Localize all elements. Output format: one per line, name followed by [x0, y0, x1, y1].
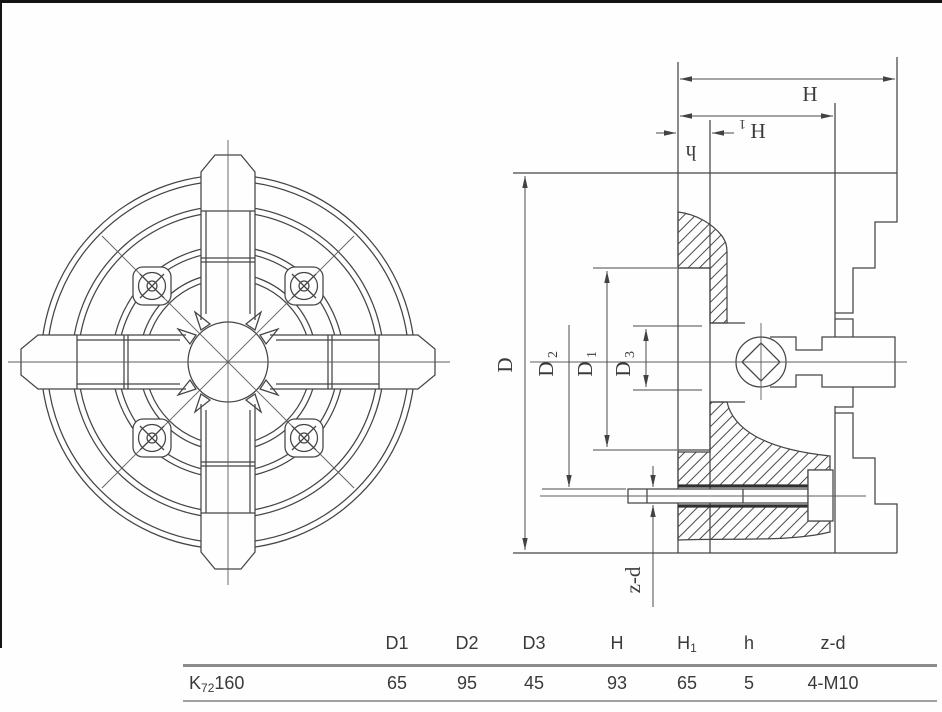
svg-text:1: 1	[585, 351, 600, 358]
svg-text:h: h	[685, 141, 696, 165]
svg-text:1: 1	[739, 116, 746, 131]
label-zd: z-d	[621, 566, 645, 593]
label-H1: H 1	[739, 116, 766, 143]
col-header-zd: z-d	[820, 633, 846, 653]
svg-text:2: 2	[546, 351, 561, 358]
section-view: H H 1 h D D 2 D 1 D 3	[493, 57, 907, 607]
svg-text:3: 3	[623, 351, 638, 358]
bolt-head	[807, 469, 834, 522]
spec-table: D1 D2 D3 H H1 h z-d K72160 65 95 45 93 6…	[0, 625, 942, 712]
value-D3: 45	[523, 673, 545, 693]
col-header-D3: D3	[522, 633, 546, 653]
label-D3: D 3	[611, 351, 638, 377]
extension-lines	[542, 267, 702, 490]
front-view	[8, 140, 450, 585]
pinion-screw	[735, 323, 896, 400]
label-H: H	[802, 82, 817, 106]
col-header-H: H	[610, 633, 624, 653]
col-header-H1: H1	[677, 633, 697, 655]
label-h: h	[685, 141, 696, 165]
top-jaw-section	[835, 173, 898, 337]
value-D1: 65	[386, 673, 408, 693]
svg-text:D: D	[493, 357, 517, 372]
label-D: D	[493, 357, 517, 372]
svg-text:z-d: z-d	[621, 566, 645, 593]
svg-text:D: D	[573, 361, 597, 376]
label-D1: D 1	[573, 351, 600, 377]
table-rule-bottom	[183, 700, 937, 702]
value-h: 5	[743, 673, 755, 693]
dimension-lines	[522, 76, 895, 607]
front-view-centerlines	[8, 140, 450, 585]
svg-text:D: D	[534, 361, 558, 376]
scan-border-left	[0, 0, 2, 648]
value-H: 93	[606, 673, 628, 693]
label-D2: D 2	[534, 351, 561, 377]
svg-text:H: H	[750, 119, 765, 143]
value-H1: 65	[676, 673, 698, 693]
hatch-lower-body	[677, 401, 831, 487]
body-outline	[513, 57, 898, 554]
value-zd: 4-M10	[807, 673, 859, 693]
svg-text:D: D	[611, 361, 635, 376]
value-D2: 95	[456, 673, 478, 693]
col-header-D1: D1	[385, 633, 409, 653]
col-header-h: h	[743, 633, 755, 653]
hatch-below-bolt	[677, 505, 831, 541]
table-rule-top	[183, 664, 937, 667]
model-number: K72160	[189, 673, 245, 695]
col-header-D2: D2	[455, 633, 479, 653]
scan-border-top	[0, 0, 942, 3]
bottom-jaw-section	[835, 387, 898, 553]
